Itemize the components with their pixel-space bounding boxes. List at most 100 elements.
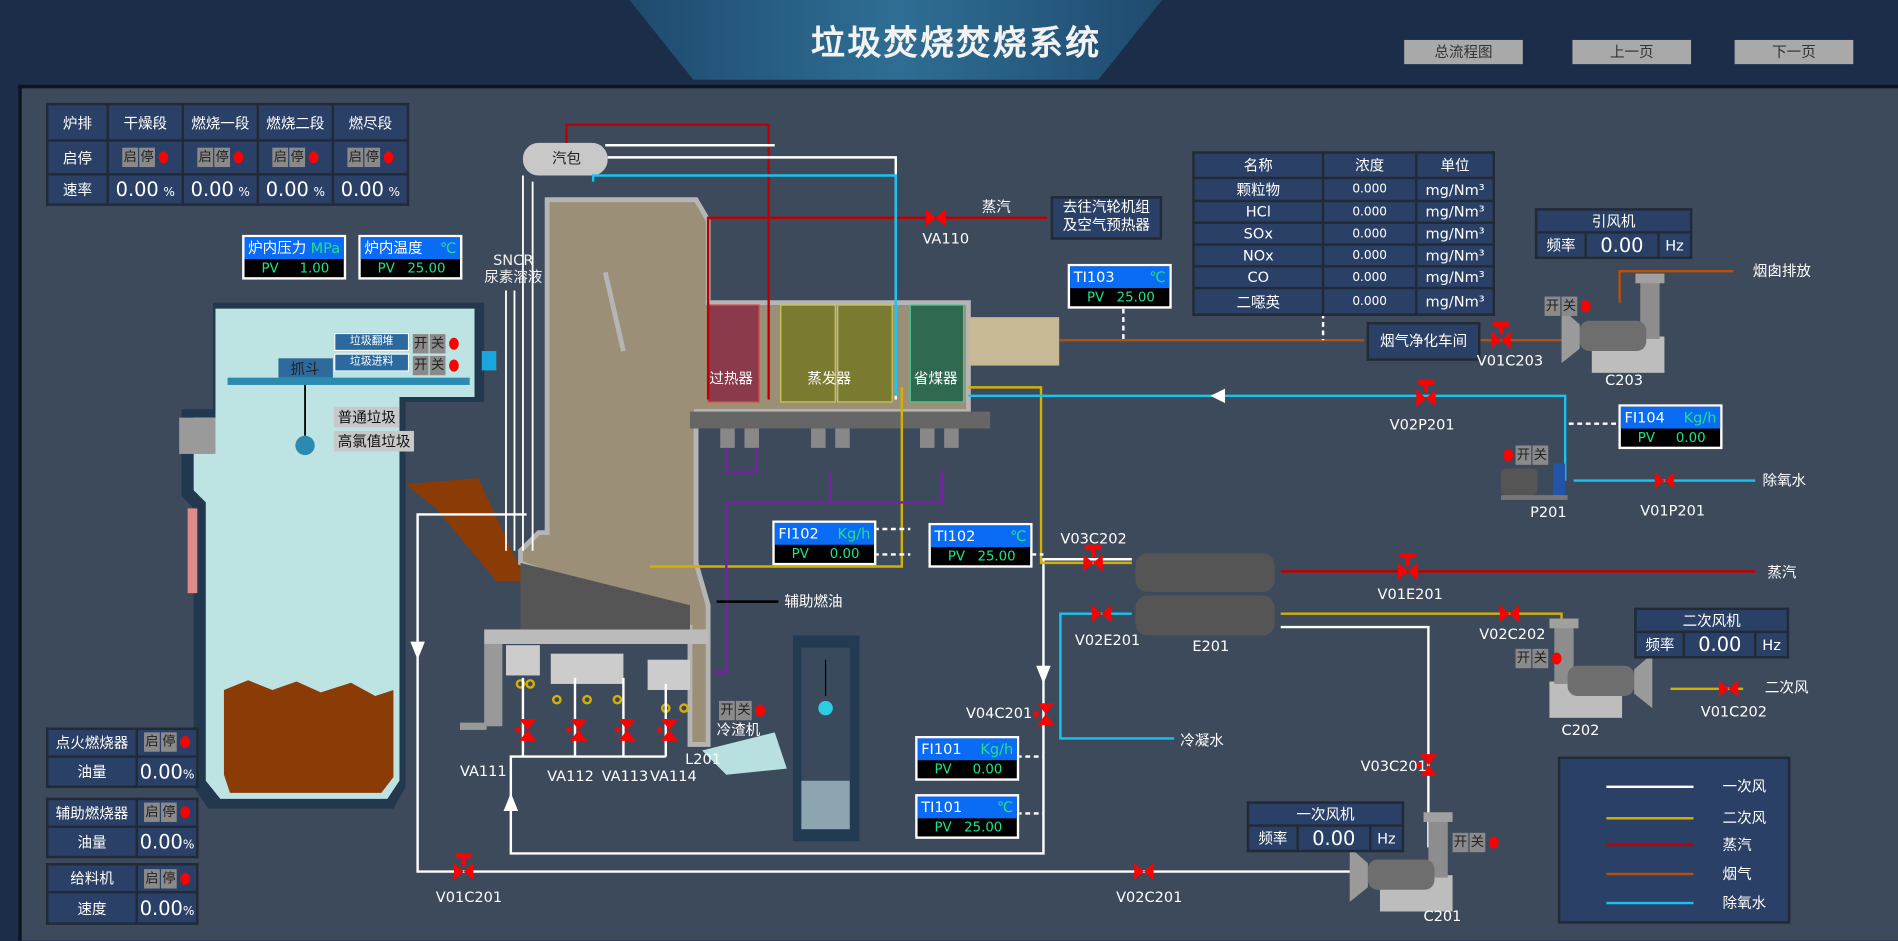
start-button[interactable]: 启 (122, 147, 138, 168)
pump-switch[interactable]: 开关 (1501, 445, 1549, 465)
sncr-line1: SNCR (493, 251, 534, 269)
normal-waste-button[interactable]: 普通垃圾 (334, 406, 400, 428)
rate-value: 0.00 (115, 177, 159, 201)
grate-header: 干燥段 (106, 102, 184, 142)
valve-V01P201[interactable] (1654, 472, 1675, 490)
valve-VA111[interactable] (515, 719, 537, 741)
unit: Kg/h (837, 525, 871, 543)
off-button[interactable]: 关 (1532, 445, 1549, 465)
air-heater-E201[interactable] (1135, 553, 1275, 636)
stop-button[interactable]: 停 (139, 147, 155, 168)
id-fan-C203[interactable] (1561, 273, 1665, 373)
start-button[interactable]: 启 (347, 147, 364, 168)
valve-VA112[interactable] (566, 719, 588, 741)
valve-VA113[interactable] (614, 719, 636, 741)
start-button[interactable]: 启 (144, 732, 160, 753)
valve-V01E201[interactable] (1398, 553, 1418, 580)
valve-VA114[interactable] (657, 719, 678, 741)
start-stop-control[interactable]: 启停 (144, 732, 191, 753)
freq-value: 0.00 (1584, 231, 1660, 260)
start-stop-control[interactable]: 启停 (144, 868, 191, 889)
status-indicator (383, 151, 394, 164)
status-indicator (1503, 449, 1514, 462)
valve-VA110[interactable] (926, 209, 946, 227)
deaerated-water-label: 除氧水 (1762, 472, 1807, 490)
prev-page-button[interactable]: 上一页 (1572, 39, 1692, 65)
turn-pile-switch[interactable]: 开关 (412, 334, 459, 354)
legend-swatch (1606, 843, 1694, 846)
grate-table: 炉排 干燥段 燃烧一段 燃烧二段 燃尽段 启停 启停 启停 启停 启停 速率 0… (45, 102, 410, 206)
start-button[interactable]: 启 (144, 803, 160, 823)
economizer (909, 304, 965, 403)
start-stop-control[interactable]: 启停 (197, 147, 244, 168)
secondary-fan-switch[interactable]: 开关 (1515, 648, 1562, 669)
unit: % (163, 186, 175, 200)
valve-label: V04C201 (965, 704, 1033, 722)
on-button[interactable]: 开 (1452, 832, 1469, 853)
equipment-tag: C202 (1561, 721, 1600, 739)
overview-button[interactable]: 总流程图 (1404, 39, 1523, 65)
off-button[interactable]: 关 (429, 334, 446, 354)
rate-value: 0.00 (340, 177, 384, 201)
stop-button[interactable]: 停 (160, 732, 177, 753)
off-button[interactable]: 关 (1561, 296, 1578, 316)
next-page-button[interactable]: 下一页 (1734, 39, 1854, 65)
stop-button[interactable]: 停 (364, 147, 381, 168)
valve-V02P201[interactable] (1416, 380, 1436, 407)
feed-button[interactable]: 垃圾进料 (334, 353, 410, 372)
start-stop-control[interactable]: 启停 (144, 803, 191, 823)
off-button[interactable]: 关 (735, 700, 752, 721)
valve-V01C201[interactable] (453, 853, 474, 881)
valve-V02C201[interactable] (1134, 863, 1154, 881)
primary-fan-switch[interactable]: 开关 (1452, 832, 1499, 853)
stop-button[interactable]: 停 (160, 803, 177, 823)
freq-label: 频率 (1246, 824, 1300, 853)
dest-line1: 去往汽轮机组 (1062, 198, 1150, 216)
start-stop-control[interactable]: 启停 (347, 147, 394, 168)
stop-button[interactable]: 停 (160, 868, 177, 889)
superheater-label: 过热器 (709, 370, 753, 388)
on-button[interactable]: 开 (719, 700, 735, 721)
off-button[interactable]: 关 (429, 355, 446, 376)
waste-pile (223, 680, 394, 793)
id-fan-switch[interactable]: 开关 (1544, 296, 1591, 316)
status-indicator (180, 872, 191, 885)
valve-label: V02P201 (1389, 416, 1455, 434)
stack-exhaust-label: 烟囱排放 (1752, 262, 1811, 280)
feed-switch[interactable]: 开关 (412, 355, 459, 376)
steam-pipe (565, 123, 770, 400)
start-stop-control[interactable]: 启停 (272, 147, 319, 168)
on-button[interactable]: 开 (1515, 445, 1532, 465)
start-button[interactable]: 启 (144, 868, 160, 889)
on-button[interactable]: 开 (1544, 296, 1561, 316)
status-indicator (1580, 300, 1591, 313)
stop-button[interactable]: 停 (289, 147, 306, 168)
unit: ℃ (996, 798, 1014, 816)
on-button[interactable]: 开 (1515, 648, 1532, 669)
valve-label: V02E201 (1074, 631, 1141, 649)
pump-P201[interactable] (1501, 463, 1568, 500)
valve-V01C203[interactable] (1491, 321, 1511, 349)
row-label: 速率 (45, 173, 109, 206)
high-cl-waste-button[interactable]: 高氯值垃圾 (334, 430, 415, 452)
turn-pile-button[interactable]: 垃圾翻堆 (334, 332, 410, 352)
pollutant-name: 颗粒物 (1192, 176, 1325, 203)
stop-button[interactable]: 停 (214, 147, 230, 168)
slag-cooler-switch[interactable]: 开关 (719, 700, 766, 721)
off-button[interactable]: 关 (1469, 832, 1486, 853)
pv-label: PV (791, 545, 809, 562)
start-button[interactable]: 启 (272, 147, 289, 168)
unit: ℃ (1149, 268, 1166, 286)
on-button[interactable]: 开 (412, 334, 429, 354)
on-button[interactable]: 开 (412, 355, 429, 376)
start-button[interactable]: 启 (197, 147, 214, 168)
legend-swatch (1606, 872, 1694, 875)
row-label: 启停 (45, 139, 109, 176)
off-button[interactable]: 关 (1532, 648, 1549, 669)
start-stop-control[interactable]: 启停 (122, 147, 169, 168)
